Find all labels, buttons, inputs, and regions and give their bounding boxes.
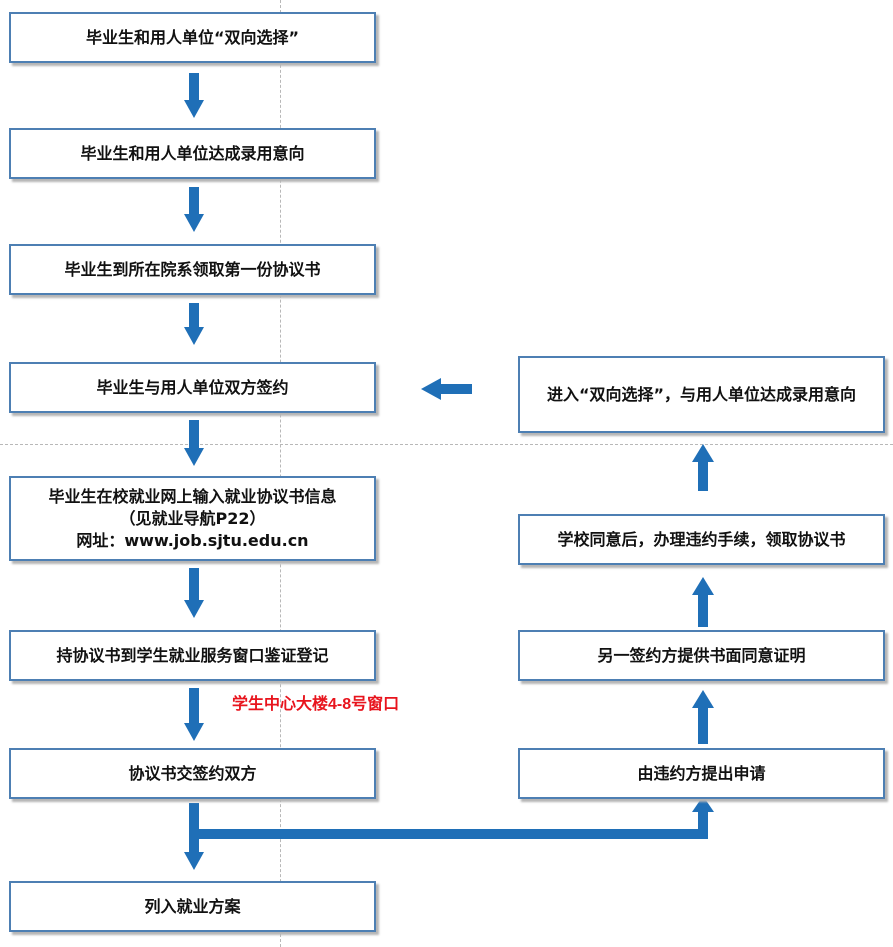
step7-label: 协议书交签约双方 <box>128 763 257 783</box>
step7-box: 协议书交签约双方 <box>9 748 376 799</box>
step5-box: 毕业生在校就业网上输入就业协议书信息 （见就业导航P22） 网址：www.job… <box>9 476 376 561</box>
arrow-up-r3-r4 <box>692 444 714 491</box>
step2-box: 毕业生和用人单位达成录用意向 <box>9 128 376 179</box>
step5-url: 网址：www.job.sjtu.edu.cn <box>76 530 309 550</box>
step3-label: 毕业生到所在院系领取第一份协议书 <box>64 259 321 279</box>
right-step4-box: 进入“双向选择”，与用人单位达成录用意向 <box>518 356 885 433</box>
arrow-up-r2-r3 <box>692 577 714 627</box>
step1-label: 毕业生和用人单位“双向选择” <box>85 27 300 47</box>
arrow-left-to-step4 <box>421 378 472 400</box>
step1-box: 毕业生和用人单位“双向选择” <box>9 12 376 63</box>
step3-box: 毕业生到所在院系领取第一份协议书 <box>9 244 376 295</box>
right-step1-label: 由违约方提出申请 <box>637 763 766 783</box>
right-step2-box: 另一签约方提供书面同意证明 <box>518 630 885 681</box>
step5-line1: 毕业生在校就业网上输入就业协议书信息 <box>48 486 337 506</box>
step4-label: 毕业生与用人单位双方签约 <box>96 377 289 397</box>
horizontal-guide-line <box>0 444 893 445</box>
step2-label: 毕业生和用人单位达成录用意向 <box>80 143 305 163</box>
right-step4-label: 进入“双向选择”，与用人单位达成录用意向 <box>546 384 857 404</box>
arrow-down-7-8 <box>184 803 204 870</box>
arrow-down-6-7 <box>184 688 204 741</box>
right-step1-box: 由违约方提出申请 <box>518 748 885 799</box>
right-step3-label: 学校同意后，办理违约手续，领取协议书 <box>557 529 846 549</box>
window-location-note: 学生中心大楼4-8号窗口 <box>232 696 400 713</box>
arrow-up-r1-r2 <box>692 690 714 744</box>
right-step2-label: 另一签约方提供书面同意证明 <box>597 645 806 665</box>
step8-box: 列入就业方案 <box>9 881 376 932</box>
step8-label: 列入就业方案 <box>144 896 241 916</box>
arrow-down-1-2 <box>184 73 204 118</box>
step6-box: 持协议书到学生就业服务窗口鉴证登记 <box>9 630 376 681</box>
arrow-down-3-4 <box>184 303 204 345</box>
arrow-down-4-5 <box>184 420 204 466</box>
branch-to-right-column <box>189 796 714 839</box>
step4-box: 毕业生与用人单位双方签约 <box>9 362 376 413</box>
vertical-guide-line <box>280 0 281 947</box>
right-step3-box: 学校同意后，办理违约手续，领取协议书 <box>518 514 885 565</box>
arrow-down-2-3 <box>184 187 204 232</box>
step6-label: 持协议书到学生就业服务窗口鉴证登记 <box>56 645 329 665</box>
step5-line2: （见就业导航P22） <box>119 508 266 528</box>
arrow-down-5-6 <box>184 568 204 618</box>
